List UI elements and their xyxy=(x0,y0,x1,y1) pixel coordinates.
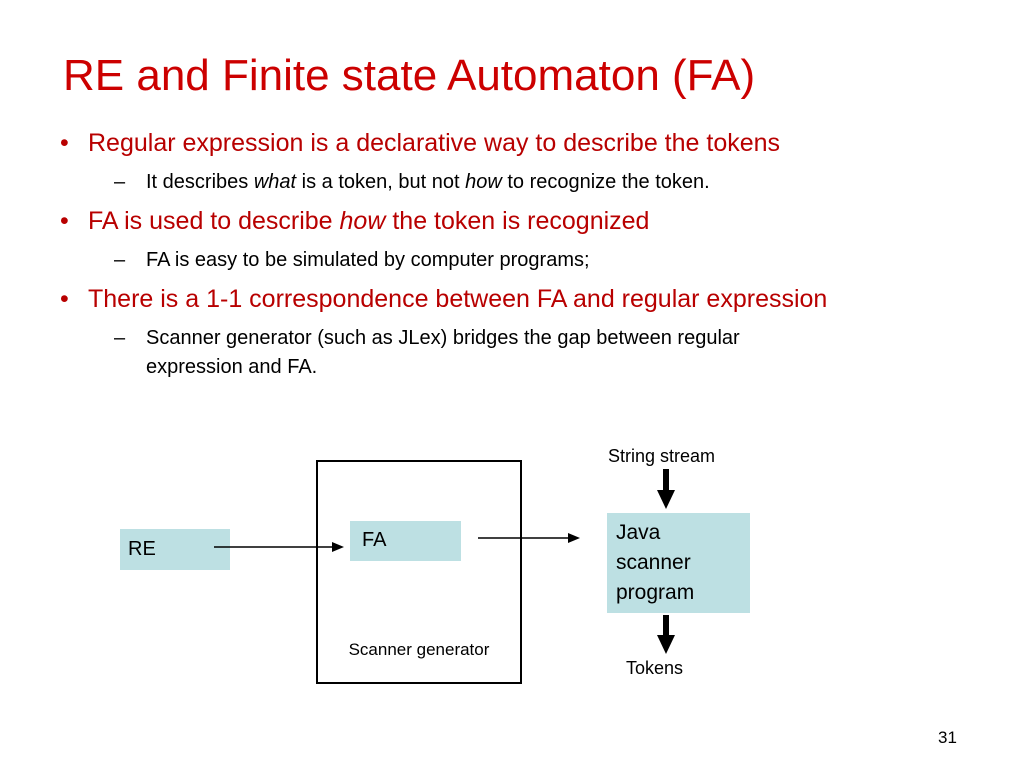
java-scanner-program-box: Java scanner program xyxy=(607,513,750,613)
bullet-mark: • xyxy=(60,129,69,157)
bullet-1-text: Regular expression is a declarative way … xyxy=(88,129,781,157)
tokens-arrow-head xyxy=(657,635,675,654)
bullet-3: • There is a 1-1 correspondence between F… xyxy=(60,284,827,314)
bullet-mark: • xyxy=(60,207,69,235)
sub-bullet-1-text: It describes what is a token, but not ho… xyxy=(146,171,710,193)
java-line-3: program xyxy=(616,581,695,604)
re-box: RE xyxy=(120,529,230,570)
bullet-mark: • xyxy=(60,285,69,313)
sub-bullet-3-line-2: expression and FA. xyxy=(146,356,318,378)
java-line-1: Java xyxy=(616,521,661,544)
string-stream-arrow-head xyxy=(657,490,675,509)
slide-title: RE and Finite state Automaton (FA) xyxy=(63,51,756,100)
java-line-2: scanner xyxy=(616,551,691,574)
string-stream-arrow-shaft xyxy=(663,469,669,492)
tokens-arrow-shaft xyxy=(663,615,669,637)
dash-mark: – xyxy=(114,327,126,349)
tokens-label: Tokens xyxy=(626,658,684,678)
dash-mark: – xyxy=(114,249,126,271)
bullet-1: • Regular expression is a declarative way… xyxy=(60,128,780,158)
bullet-2: • FA is used to describe how the token is… xyxy=(60,206,649,236)
string-stream-label: String stream xyxy=(608,446,716,466)
scanner-generator-label: Scanner generator xyxy=(348,640,490,659)
dash-mark: – xyxy=(114,171,126,193)
bullet-2-text: FA is used to describe how the token is … xyxy=(88,207,650,235)
re-to-fa-arrow-head xyxy=(332,542,344,552)
sub-bullet-2-text: FA is easy to be simulated by computer p… xyxy=(146,249,590,271)
bullet-list: • Regular expression is a declarative way… xyxy=(60,128,827,378)
fa-box: FA xyxy=(350,521,461,561)
scanner-generator-box xyxy=(316,460,522,684)
bullet-3-text: There is a 1-1 correspondence between FA… xyxy=(88,285,828,313)
fa-to-java-arrow-head xyxy=(568,533,580,543)
sub-bullet-3-line-1: Scanner generator (such as JLex) bridges… xyxy=(146,327,740,349)
page-number: 31 xyxy=(938,728,957,747)
